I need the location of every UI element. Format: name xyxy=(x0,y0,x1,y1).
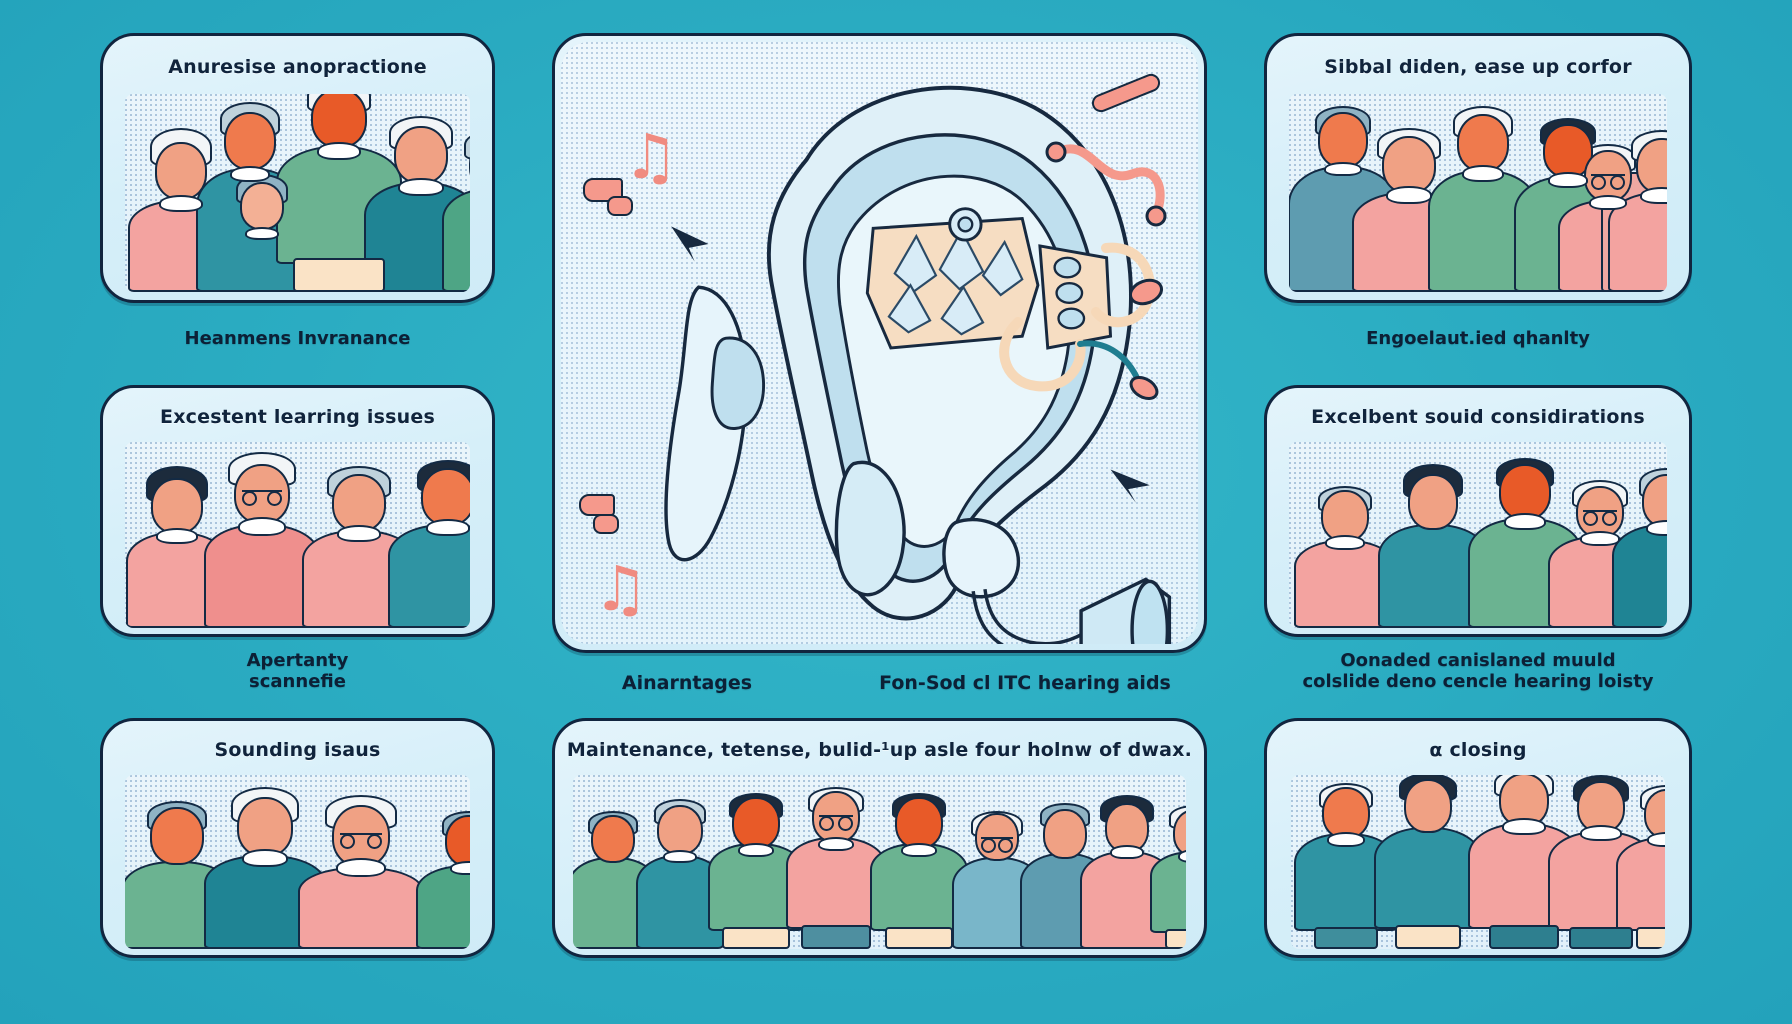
caption-center-left: Ainarntages xyxy=(621,672,753,694)
panel-right-2-title: Excelbent souid considirations xyxy=(1311,406,1645,428)
glasses-icon xyxy=(1591,174,1625,190)
glasses-icon xyxy=(819,815,853,831)
person-figure xyxy=(635,799,725,949)
caption-center-right: Fon-Sod cl ITC hearing aids xyxy=(879,672,1171,694)
caption-right-1: Engoelaut.ied qhanlty xyxy=(1366,328,1590,349)
panel-right-1-scene xyxy=(1289,94,1667,292)
person-figure xyxy=(1615,785,1665,949)
caption-right-2-line-2: colslide deno cencle hearing loisty xyxy=(1302,671,1654,693)
music-note-icon: ♫ xyxy=(623,120,679,193)
person-figure xyxy=(275,94,403,292)
caption-left-2: Apertanty scannefie xyxy=(100,650,495,692)
glasses-icon xyxy=(242,490,282,506)
person-figure xyxy=(707,793,805,949)
panel-left-3-scene xyxy=(125,775,470,949)
panel-right-2-scene xyxy=(1289,442,1667,628)
panel-right-3[interactable]: α closing xyxy=(1264,718,1692,958)
music-note-icon: ♫ xyxy=(593,552,649,625)
caption-left-2-line-2: scannefie xyxy=(249,671,346,693)
glasses-icon xyxy=(1583,510,1617,526)
person-figure xyxy=(1149,805,1186,949)
person-figure xyxy=(297,795,425,949)
panel-left-3[interactable]: Sounding isaus xyxy=(100,718,495,958)
caption-right-2: Oonaded canislaned muuld colslide deno c… xyxy=(1234,650,1722,692)
panel-right-2[interactable]: Excelbent souid considirations xyxy=(1264,385,1692,637)
caption-left-1: Heanmens Invranance xyxy=(184,328,411,349)
person-figure xyxy=(1611,460,1667,628)
person-figure xyxy=(785,787,887,949)
ear-cutaway-diagram xyxy=(664,85,1172,644)
panel-right-3-scene xyxy=(1291,775,1665,949)
panel-left-2[interactable]: Excestent learring issues xyxy=(100,385,495,637)
caption-right-2-line-1: Oonaded canislaned muuld xyxy=(1340,650,1616,671)
person-figure xyxy=(1373,775,1483,949)
panel-center-bottom[interactable]: Maintenance, tetense, bulid-¹up asle fou… xyxy=(552,718,1207,958)
panel-left-1-scene xyxy=(125,94,470,292)
hand-icon xyxy=(607,196,633,216)
glasses-icon xyxy=(340,833,382,849)
person-figure xyxy=(1547,478,1653,628)
panel-left-3-title: Sounding isaus xyxy=(214,739,381,761)
person-figure xyxy=(203,787,327,949)
panel-left-1-title: Anuresise anopractione xyxy=(168,56,427,78)
panel-right-3-title: α closing xyxy=(1429,739,1527,761)
glasses-icon xyxy=(981,837,1013,853)
panel-left-1[interactable]: Anuresise anopractione xyxy=(100,33,495,303)
hand-icon xyxy=(593,514,619,534)
panel-left-2-scene xyxy=(125,442,470,628)
person-figure xyxy=(441,124,470,292)
earmold-tubing-icon xyxy=(999,242,1163,400)
person-figure xyxy=(415,809,470,949)
panel-left-2-title: Excestent learring issues xyxy=(160,406,435,428)
ear-illustration-scene: ♫ ♫ xyxy=(561,42,1198,644)
person-figure xyxy=(387,456,470,628)
wire-accessory-icon xyxy=(1045,141,1167,227)
panel-center-main[interactable]: ♫ ♫ xyxy=(552,33,1207,653)
person-figure xyxy=(869,793,969,949)
panel-center-bottom-scene xyxy=(573,775,1186,949)
panel-center-bottom-title: Maintenance, tetense, bulid-¹up asle fou… xyxy=(566,739,1193,761)
panel-right-1-title: Sibbal diden, ease up corfor xyxy=(1324,56,1632,78)
caption-left-2-line-1: Apertanty xyxy=(246,650,349,671)
panel-right-1[interactable]: Sibbal diden, ease up corfor xyxy=(1264,33,1692,303)
person-figure xyxy=(203,452,321,628)
